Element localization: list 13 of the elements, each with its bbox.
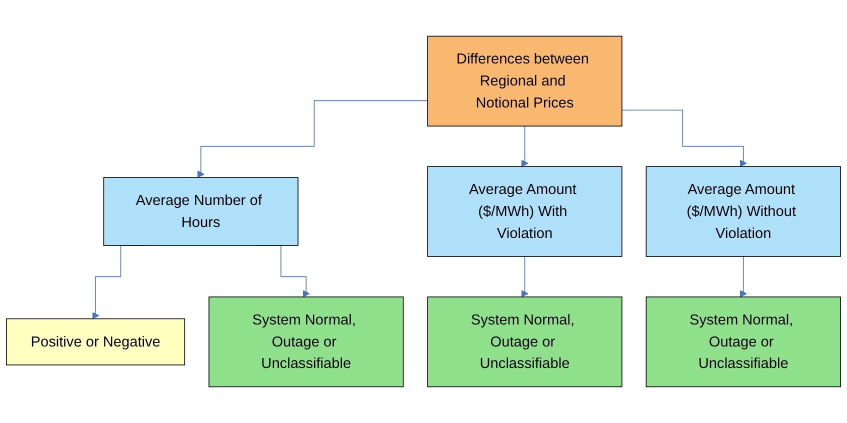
node-box: System Normal, Outage or Unclassifiable (208, 296, 404, 388)
arrow (521, 126, 528, 167)
node-box: Average Number of Hours (103, 177, 298, 246)
node-box: Average Amount ($/MWh) Without Violation (646, 166, 841, 257)
node-box: Average Amount ($/MWh) With Violation (427, 166, 622, 257)
node-box: System Normal, Outage or Unclassifiable (646, 296, 841, 388)
node-box: Positive or Negative (6, 318, 186, 366)
arrow (197, 100, 428, 178)
arrow (740, 256, 747, 298)
arrow (521, 256, 528, 298)
node-box: System Normal, Outage or Unclassifiable (427, 296, 622, 388)
arrow (622, 110, 747, 167)
node-box: Differences between Regional and Notional Prices (427, 36, 622, 126)
